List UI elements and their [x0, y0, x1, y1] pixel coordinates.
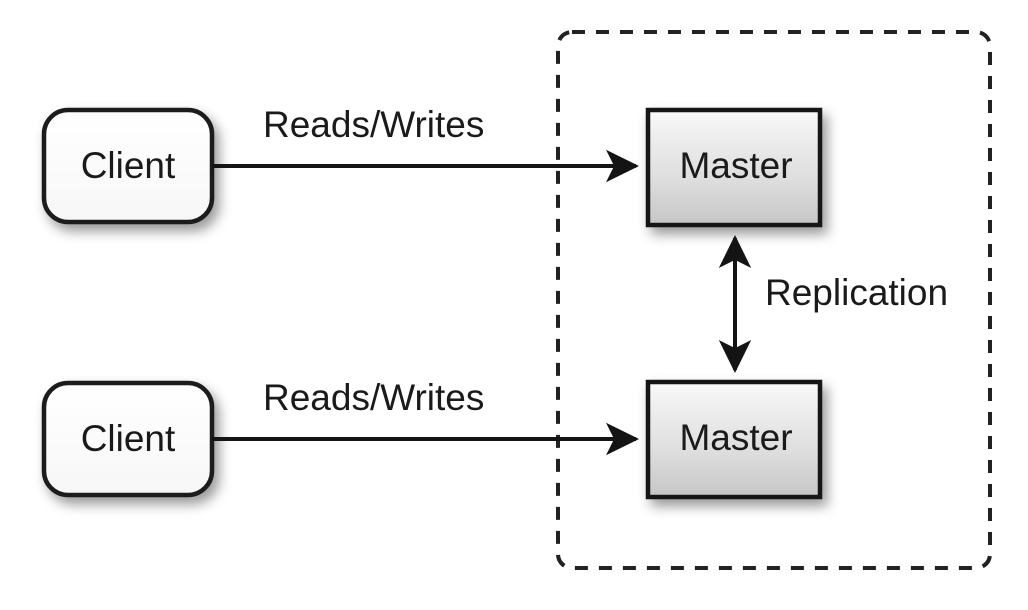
master-bottom-label: Master — [679, 417, 792, 458]
client-top-label: Client — [81, 145, 176, 186]
master-top-shape — [645, 107, 823, 228]
edge-client-bottom-to-master-bottom[interactable]: Reads/Writes — [212, 377, 639, 456]
edge-label-replication: Replication — [765, 272, 948, 313]
master-top-label: Master — [679, 145, 792, 186]
edge-master-replication[interactable]: Replication — [718, 235, 948, 373]
replication-cluster-boundary — [556, 30, 992, 570]
client-bottom-label: Client — [81, 418, 176, 459]
edge-label-reads-writes-bottom: Reads/Writes — [263, 377, 484, 418]
node-master-bottom[interactable]: Master — [645, 379, 823, 500]
edge-client-top-to-master-top[interactable]: Reads/Writes — [212, 104, 639, 183]
node-client-top[interactable]: Client — [41, 107, 215, 225]
master-bottom-shape — [645, 379, 823, 500]
node-client-bottom[interactable]: Client — [41, 380, 215, 498]
edge-label-reads-writes-top: Reads/Writes — [263, 104, 484, 145]
node-master-top[interactable]: Master — [645, 107, 823, 228]
